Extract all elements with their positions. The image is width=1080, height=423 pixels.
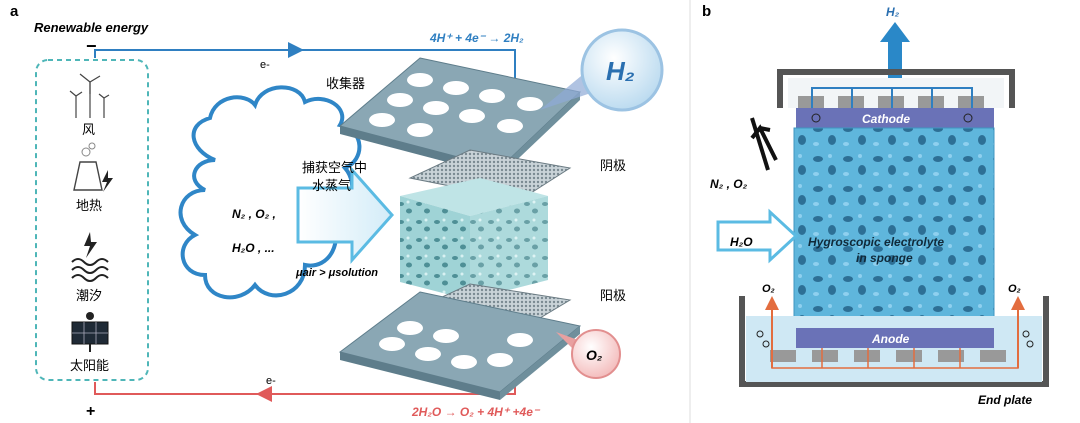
anode-label: Anode xyxy=(871,332,910,346)
panel-a-letter: a xyxy=(10,3,19,20)
anode-collector-blocks xyxy=(770,350,1006,362)
cathode-wire xyxy=(94,49,516,90)
o2-left-label: O₂ xyxy=(762,283,775,295)
air-gas-line1: N₂ , O₂ , xyxy=(232,207,276,221)
top-housing xyxy=(777,69,1015,108)
cathode-reaction: 4H⁺ + 4e⁻ → 2H₂ xyxy=(429,31,524,45)
bottom-collector-plate xyxy=(338,291,582,400)
anode-label-cn: 阳极 xyxy=(600,289,626,304)
minus-terminal: − xyxy=(86,36,97,56)
collector-label: 收集器 xyxy=(326,76,365,92)
solar-panel-icon xyxy=(71,312,109,352)
anode-bar xyxy=(796,328,994,348)
h2-output-label: H₂ xyxy=(886,5,900,19)
wind-turbine-icon xyxy=(69,73,110,118)
cathode-bar xyxy=(796,108,994,128)
anode-gas-channels xyxy=(771,348,1019,369)
hygroscopic-sponge xyxy=(793,127,995,329)
anode-bubble-right-2 xyxy=(1026,340,1034,348)
electrolyte-label-line2: in sponge xyxy=(856,251,913,265)
h2o-inlet-label: H₂O xyxy=(730,235,753,249)
h2o-inlet-arrow xyxy=(716,208,799,264)
capture-label-line1: 捕获空气中 xyxy=(302,160,367,176)
electrolyte-bath xyxy=(746,316,1042,382)
panel-b-letter: b xyxy=(702,3,711,20)
anode-bubble-left xyxy=(756,330,764,338)
cathode-label-cn: 阴极 xyxy=(600,159,626,174)
anode-reaction: 2H₂O → O₂ + 4H⁺ +4e⁻ xyxy=(411,405,541,419)
source-tidal-label: 潮汐 xyxy=(76,288,102,304)
anode-bubble-right xyxy=(1022,330,1030,338)
n2-o2-label: N₂ , O₂ xyxy=(710,177,748,191)
renewable-source-box xyxy=(35,59,149,381)
electrolyte-label-line1: Hygroscopic electrolyte xyxy=(808,235,944,249)
sponge-cube xyxy=(400,178,548,300)
n2-o2-exhaust-shaft xyxy=(750,117,770,171)
geothermal-icon xyxy=(73,142,113,192)
h2-bubble-label: H₂ xyxy=(606,56,635,86)
electron-label-bottom: e- xyxy=(266,375,276,387)
o2-bubble-label: O₂ xyxy=(586,347,602,363)
source-solar-label: 太阳能 xyxy=(70,359,109,374)
cathode-bubble-left xyxy=(811,113,821,123)
vapor-intake-arrow xyxy=(296,166,395,264)
bottom-housing xyxy=(739,296,1049,387)
h2-output-arrow xyxy=(880,22,910,90)
o2-right-label: O₂ xyxy=(1008,283,1021,295)
end-plate-label: End plate xyxy=(978,393,1032,407)
electron-label-top: e- xyxy=(260,59,270,71)
n2-o2-exhaust-arrow xyxy=(750,124,778,161)
cathode-label: Cathode xyxy=(862,112,910,126)
anode-bubble-left-2 xyxy=(762,340,770,348)
source-geothermal-label: 地热 xyxy=(76,199,102,214)
air-gas-line2: H₂O , ... xyxy=(232,241,275,255)
tidal-icon xyxy=(71,232,109,282)
cathode-bubble-right xyxy=(963,113,973,123)
o2-bubble xyxy=(571,329,621,379)
h2-bubble xyxy=(580,28,664,112)
cathode-gas-channels xyxy=(811,87,973,108)
renewable-energy-title: Renewable energy xyxy=(34,20,149,35)
mu-relation: μair > μsolution xyxy=(295,267,378,279)
source-wind-label: 风 xyxy=(82,123,95,138)
plus-terminal: + xyxy=(86,403,95,420)
capture-label-line2: 水蒸气 xyxy=(312,178,351,194)
